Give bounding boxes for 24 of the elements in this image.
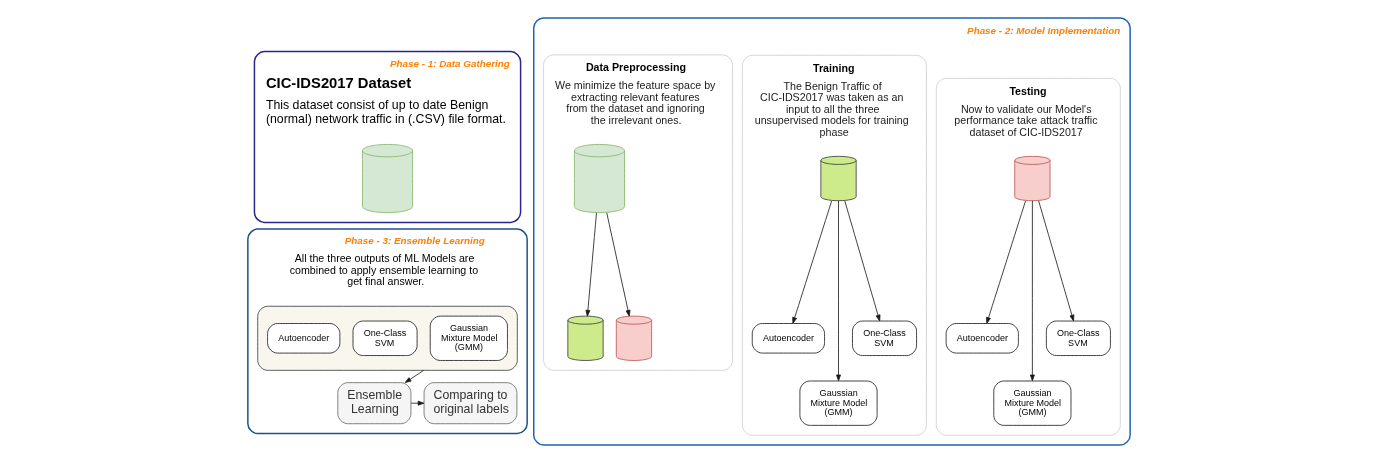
node-box: Gaussian Mixture Model (GMM) [799, 380, 878, 426]
arrow [605, 212, 630, 317]
arrow [1037, 200, 1074, 322]
arrow [584, 212, 597, 317]
arrow [835, 200, 841, 382]
arrow [843, 200, 880, 322]
cluster: Data Preprocessing We minimize the feature space by extracting relevant features from the dataset and ignoring the irrelevant ones. [542, 54, 733, 371]
node-box: One-Class SVM [1045, 320, 1111, 356]
node-box: Ensemble Learning [336, 382, 411, 425]
node-box: One-Class SVM [851, 320, 917, 356]
cluster [256, 305, 518, 371]
arrow [404, 369, 424, 383]
arrow [985, 200, 1026, 324]
node-box: Autoencoder [266, 323, 340, 354]
node-box: One-Class SVM [352, 320, 417, 356]
node-box: Comparing to original labels [423, 382, 517, 425]
node-box: Gaussian Mixture Model (GMM) [429, 315, 508, 361]
node-box: Autoencoder [751, 323, 825, 354]
arrow [410, 400, 424, 406]
node-box: Autoencoder [945, 323, 1019, 354]
cluster: Phase - 1: Data Gathering CIC-IDS2017 Dataset This dataset consist of up to date Benign (normal) network traffic in (.CSV) file format. [253, 50, 521, 224]
arrow [1029, 200, 1035, 382]
arrow [791, 200, 832, 324]
node-box: Gaussian Mixture Model (GMM) [992, 380, 1071, 426]
